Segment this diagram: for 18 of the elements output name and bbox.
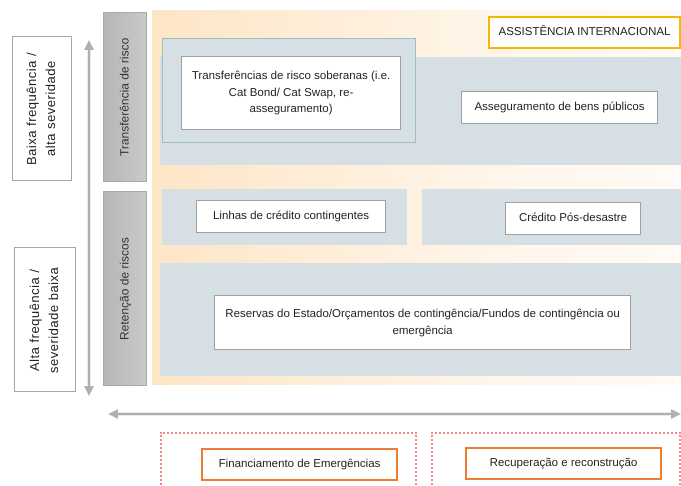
axis-label-box: Alta frequência / severidade baixa [14,247,76,392]
text-box: Crédito Pós-desastre [505,202,641,235]
text-box: Financiamento de Emergências [201,448,398,481]
category-bar: Transferência de risco [103,12,147,182]
text-box: Linhas de crédito contingentes [196,200,386,233]
band-panel [422,189,681,245]
category-bar: Retenção de riscos [103,191,147,386]
band-panel [162,189,407,245]
group-panel [162,38,416,143]
text-box: Reservas do Estado/Orçamentos de contingência/Fundos de contingência ou emergência [214,295,631,350]
band-panel [160,263,681,376]
dotted-frame [431,432,681,486]
dotted-frame [160,432,417,486]
text-box: Transferências de risco soberanas (i.e. Cat Bond/ Cat Swap, re-asseguramento) [181,56,401,130]
text-box: Asseguramento de bens públicos [461,91,658,124]
text-box: Recuperação e reconstrução [465,447,662,480]
heading-box: ASSISTÊNCIA INTERNACIONAL [488,16,681,49]
axis-label-box: Baixa frequência / alta severidade [12,36,72,181]
